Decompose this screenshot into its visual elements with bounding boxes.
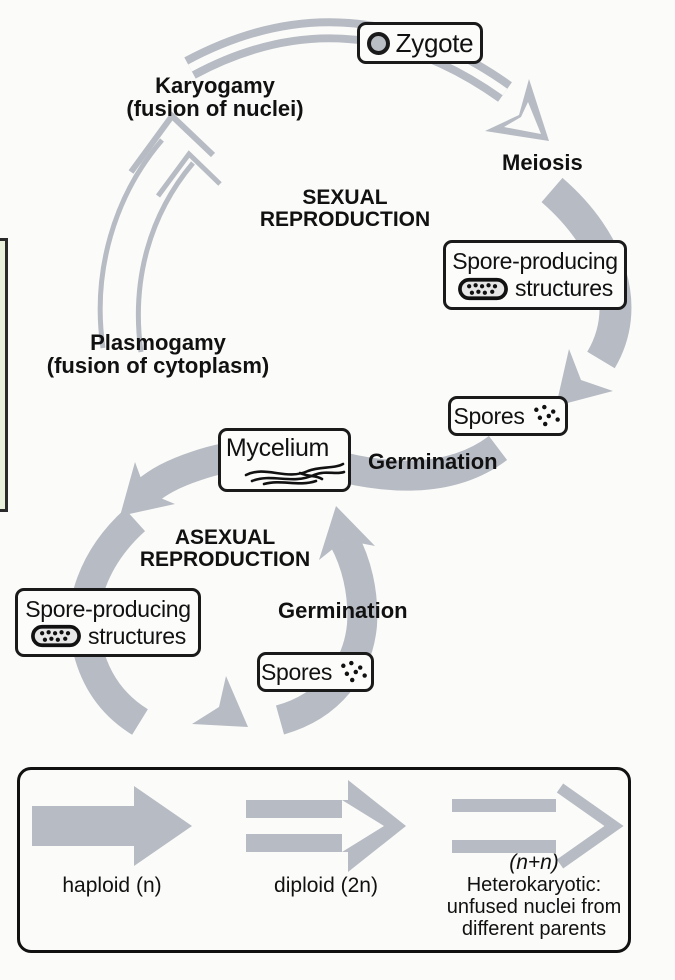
- spore-capsule-icon: [458, 277, 508, 300]
- spores-dots-icon: [533, 404, 560, 427]
- heterokaryotic-ploidy: (n+n): [509, 851, 559, 874]
- heterokaryotic-line1: Heterokaryotic:: [466, 874, 602, 896]
- plasmogamy-line2: (fusion of cytoplasm): [46, 353, 270, 379]
- heterokaryotic-line2: unfused nuclei from: [446, 896, 622, 918]
- germination-label-asexual: Germination: [278, 598, 408, 623]
- spore-producing-line2: structures: [515, 275, 613, 301]
- spore-producing-line1: Spore-producing: [25, 595, 191, 622]
- spores-box-asexual: Spores: [257, 652, 374, 692]
- spore-producing-box-sexual: Spore-producing structures: [443, 240, 627, 310]
- sexual-line1: SEXUAL: [302, 186, 388, 209]
- asexual-line1: ASEXUAL: [174, 526, 276, 549]
- mycelium-label: Mycelium: [225, 433, 330, 462]
- asexual-reproduction-label: ASEXUAL REPRODUCTION: [139, 526, 311, 572]
- zygote-label: Zygote: [395, 27, 474, 58]
- meiosis-label: Meiosis: [502, 150, 583, 175]
- plasmogamy-line1: Plasmogamy: [90, 330, 226, 355]
- spores-dots-icon: [341, 660, 367, 683]
- plasmogamy-label: Plasmogamy (fusion of cytoplasm): [47, 331, 269, 378]
- legend-haploid-arrow: [32, 786, 192, 866]
- asexual-arc-right: [275, 506, 378, 735]
- page-margin-panel: [0, 238, 8, 512]
- spores-label: Spores: [453, 402, 525, 429]
- germination-label-sexual: Germination: [368, 449, 498, 474]
- spore-producing-box-asexual: Spore-producing structures: [15, 588, 201, 657]
- hyphae-icon: [244, 462, 345, 485]
- spore-capsule-icon: [31, 624, 81, 648]
- legend-heterokaryotic-label: (n+n) Heterokaryotic: unfused nuclei fro…: [446, 851, 622, 941]
- karyogamy-line2: (fusion of nuclei): [126, 96, 304, 122]
- spore-producing-line2: structures: [88, 622, 186, 649]
- mycelium-box: Mycelium: [218, 428, 351, 492]
- legend-box: [17, 767, 631, 953]
- karyogamy-line1: Karyogamy: [155, 73, 275, 98]
- heterokaryotic-line3: different parents: [461, 918, 607, 940]
- spore-producing-line1: Spore-producing: [452, 248, 618, 274]
- zygote-cell-icon: [366, 31, 390, 55]
- spores-label: Spores: [260, 658, 333, 685]
- sexual-reproduction-label: SEXUAL REPRODUCTION: [259, 186, 431, 232]
- zygote-box: Zygote: [357, 22, 483, 64]
- diploid-arc: [184, 18, 549, 141]
- sexual-line2: REPRODUCTION: [259, 208, 431, 232]
- legend-heterokaryotic-arrow: [452, 783, 624, 869]
- karyogamy-label: Karyogamy (fusion of nuclei): [126, 74, 303, 121]
- legend-haploid-label: haploid (n): [62, 874, 162, 897]
- legend-diploid-label: diploid (2n): [274, 874, 378, 897]
- heterokaryotic-arrow: [97, 111, 222, 353]
- asexual-line2: REPRODUCTION: [139, 548, 311, 572]
- legend-diploid-arrow: [246, 780, 406, 872]
- spores-box-sexual: Spores: [448, 396, 568, 436]
